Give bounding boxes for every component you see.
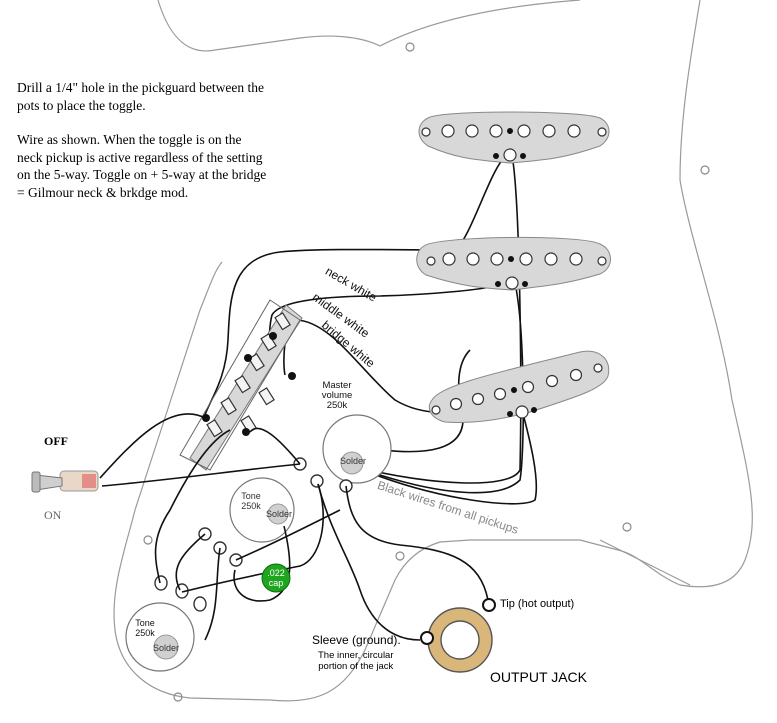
mini-toggle-switch bbox=[31, 470, 99, 493]
bridge-pickup bbox=[428, 350, 610, 423]
pickguard-outline bbox=[113, 0, 753, 702]
tip-label: Tip (hot output) bbox=[500, 598, 575, 610]
master-volume-pot bbox=[293, 414, 392, 493]
tone-lower-label: Tone 250k bbox=[135, 618, 155, 638]
screw-holes bbox=[143, 42, 710, 702]
five-way-switch bbox=[179, 299, 303, 471]
output-jack bbox=[420, 598, 496, 673]
master-volume-solder: Solder bbox=[339, 456, 366, 466]
tone-middle-solder: Solder bbox=[265, 509, 292, 519]
output-jack-title: OUTPUT JACK bbox=[490, 669, 587, 685]
toggle-on-label: ON bbox=[44, 508, 62, 522]
instructions-paragraph-1: Drill a 1/4" hole in the pickguard betwe… bbox=[17, 80, 264, 113]
sleeve-note: The inner, circular portion of the jack bbox=[318, 650, 394, 672]
tone-middle-label: Tone 250k bbox=[241, 491, 261, 511]
tone-pot-middle bbox=[198, 477, 295, 567]
instructions-paragraph-2: Wire as shown. When the toggle is on the… bbox=[17, 132, 267, 200]
pickguard-lower-edge bbox=[599, 539, 691, 586]
middle-pickup bbox=[416, 236, 611, 291]
sleeve-label: Sleeve (ground). bbox=[312, 633, 401, 647]
tone-lower-solder: Solder bbox=[152, 643, 179, 653]
harness-wires bbox=[99, 413, 489, 641]
capacitor-label: .022 cap bbox=[267, 568, 285, 588]
neck-pickup bbox=[418, 111, 610, 164]
capacitor bbox=[261, 563, 291, 593]
master-volume-label: Master volume 250k bbox=[321, 380, 353, 411]
toggle-off-label: OFF bbox=[44, 434, 68, 448]
tone-pot-lower bbox=[125, 575, 207, 672]
instructions: Drill a 1/4" hole in the pickguard betwe… bbox=[17, 79, 267, 218]
